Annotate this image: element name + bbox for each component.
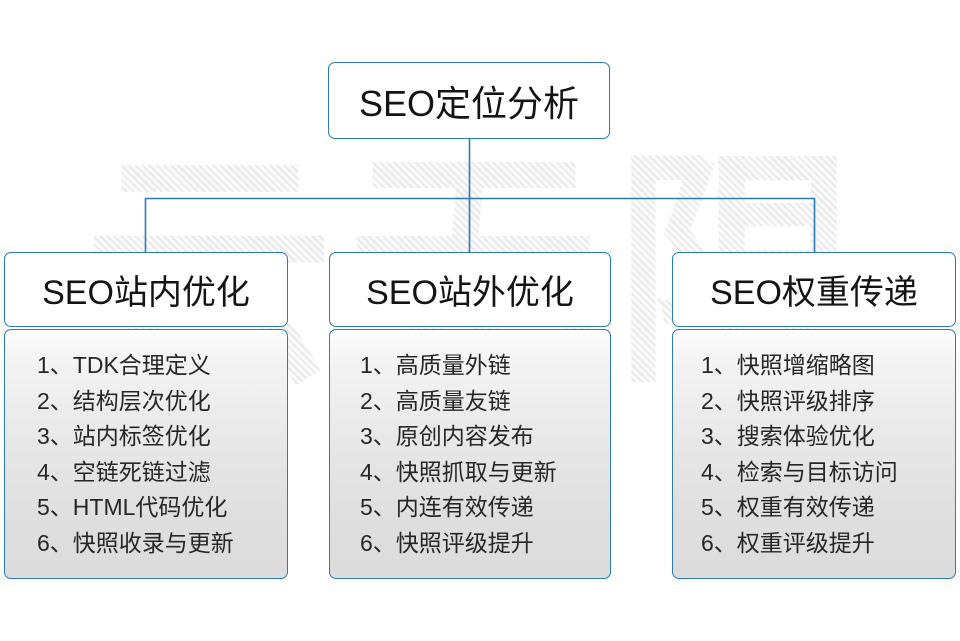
branch-header-label: SEO权重传递 [710,274,918,312]
list-item: 5、HTML代码优化 [37,494,228,520]
list-item: 5、权重有效传递 [701,494,875,520]
branch-item-list: 1、TDK合理定义 2、结构层次优化 3、站内标签优化 4、空链死链过滤 5、H… [5,348,287,561]
root-node-label: SEO定位分析 [358,82,580,124]
list-item: 6、快照收录与更新 [37,529,234,556]
list-item: 3、搜索体验优化 [701,423,875,449]
branch-header-onsite[interactable]: SEO站内优化 [4,252,288,327]
branch-header-weight-transfer[interactable]: SEO权重传递 [672,252,956,327]
branch-body-offsite: 1、高质量外链 2、高质量友链 3、原创内容发布 4、快照抓取与更新 5、内连有… [329,329,611,579]
branch-item-list: 1、高质量外链 2、高质量友链 3、原创内容发布 4、快照抓取与更新 5、内连有… [330,348,610,561]
list-item: 2、结构层次优化 [37,387,211,414]
list-item: 2、高质量友链 [360,387,511,414]
root-node-seo-positioning-analysis[interactable]: SEO定位分析 [328,62,610,139]
list-item: 2、快照评级排序 [701,387,875,414]
branch-body-onsite: 1、TDK合理定义 2、结构层次优化 3、站内标签优化 4、空链死链过滤 5、H… [4,329,288,579]
list-item: 4、空链死链过滤 [37,458,211,485]
branch-body-weight-transfer: 1、快照增缩略图 2、快照评级排序 3、搜索体验优化 4、检索与目标访问 5、权… [672,329,956,579]
list-item: 3、站内标签优化 [37,423,211,449]
branch-column-onsite: SEO站内优化 1、TDK合理定义 2、结构层次优化 3、站内标签优化 4、空链… [4,252,288,579]
branch-item-list: 1、快照增缩略图 2、快照评级排序 3、搜索体验优化 4、检索与目标访问 5、权… [673,348,955,561]
list-item: 6、快照评级提升 [360,529,534,556]
list-item: 5、内连有效传递 [360,494,534,520]
branch-column-offsite: SEO站外优化 1、高质量外链 2、高质量友链 3、原创内容发布 4、快照抓取与… [329,252,611,579]
branch-header-label: SEO站内优化 [42,274,250,312]
branch-column-weight-transfer: SEO权重传递 1、快照增缩略图 2、快照评级排序 3、搜索体验优化 4、检索与… [672,252,956,579]
list-item: 4、快照抓取与更新 [360,458,557,485]
list-item: 1、TDK合理定义 [37,352,211,378]
branch-header-label: SEO站外优化 [366,274,574,312]
list-item: 1、高质量外链 [360,352,511,378]
branch-header-offsite[interactable]: SEO站外优化 [329,252,611,327]
list-item: 1、快照增缩略图 [701,352,875,378]
list-item: 6、权重评级提升 [701,529,875,556]
list-item: 4、检索与目标访问 [701,458,898,485]
list-item: 3、原创内容发布 [360,423,534,449]
